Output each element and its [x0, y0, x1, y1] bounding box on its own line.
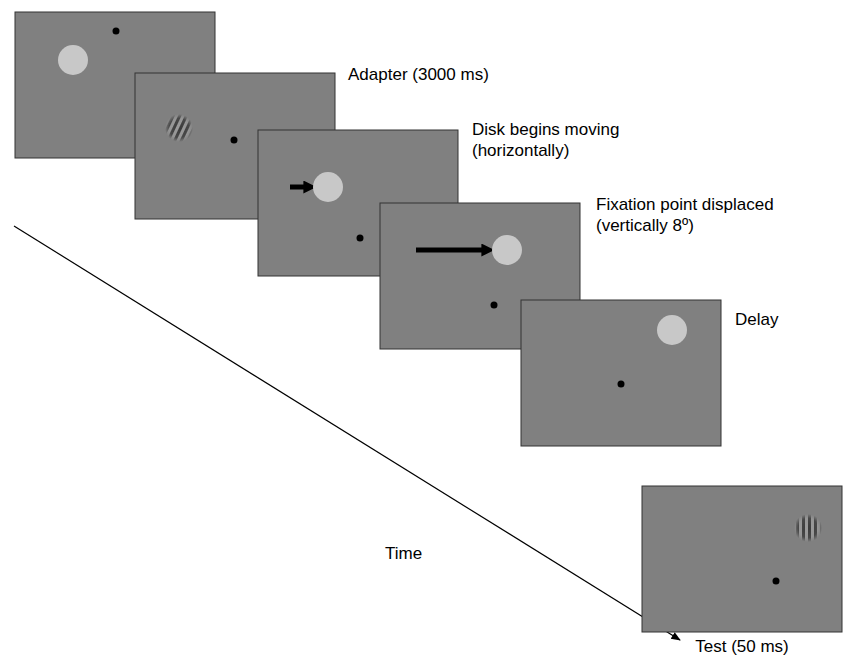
step-label: Test (50 ms) [692, 636, 792, 657]
fixation-point [773, 578, 780, 585]
disk [313, 172, 343, 202]
axis-label: Time [385, 543, 465, 564]
motion-arrow [290, 185, 306, 190]
screen-panel [521, 300, 721, 446]
screen-panel [642, 486, 842, 632]
step-label: Delay [735, 309, 835, 330]
disk [58, 45, 88, 75]
fixation-point [357, 235, 364, 242]
step-label: Disk begins moving (horizontally) [472, 119, 637, 161]
fixation-point [113, 28, 120, 35]
step-label: Adapter (3000 ms) [348, 64, 548, 85]
gabor-adapter [160, 109, 197, 146]
fixation-point [491, 302, 498, 309]
fixation-point [618, 381, 625, 388]
gabor-test [794, 514, 822, 542]
motion-arrow [416, 248, 484, 253]
disk [657, 315, 687, 345]
step-label: Fixation point displaced (vertically 8º) [596, 194, 821, 236]
disk [492, 235, 522, 265]
fixation-point [231, 137, 238, 144]
